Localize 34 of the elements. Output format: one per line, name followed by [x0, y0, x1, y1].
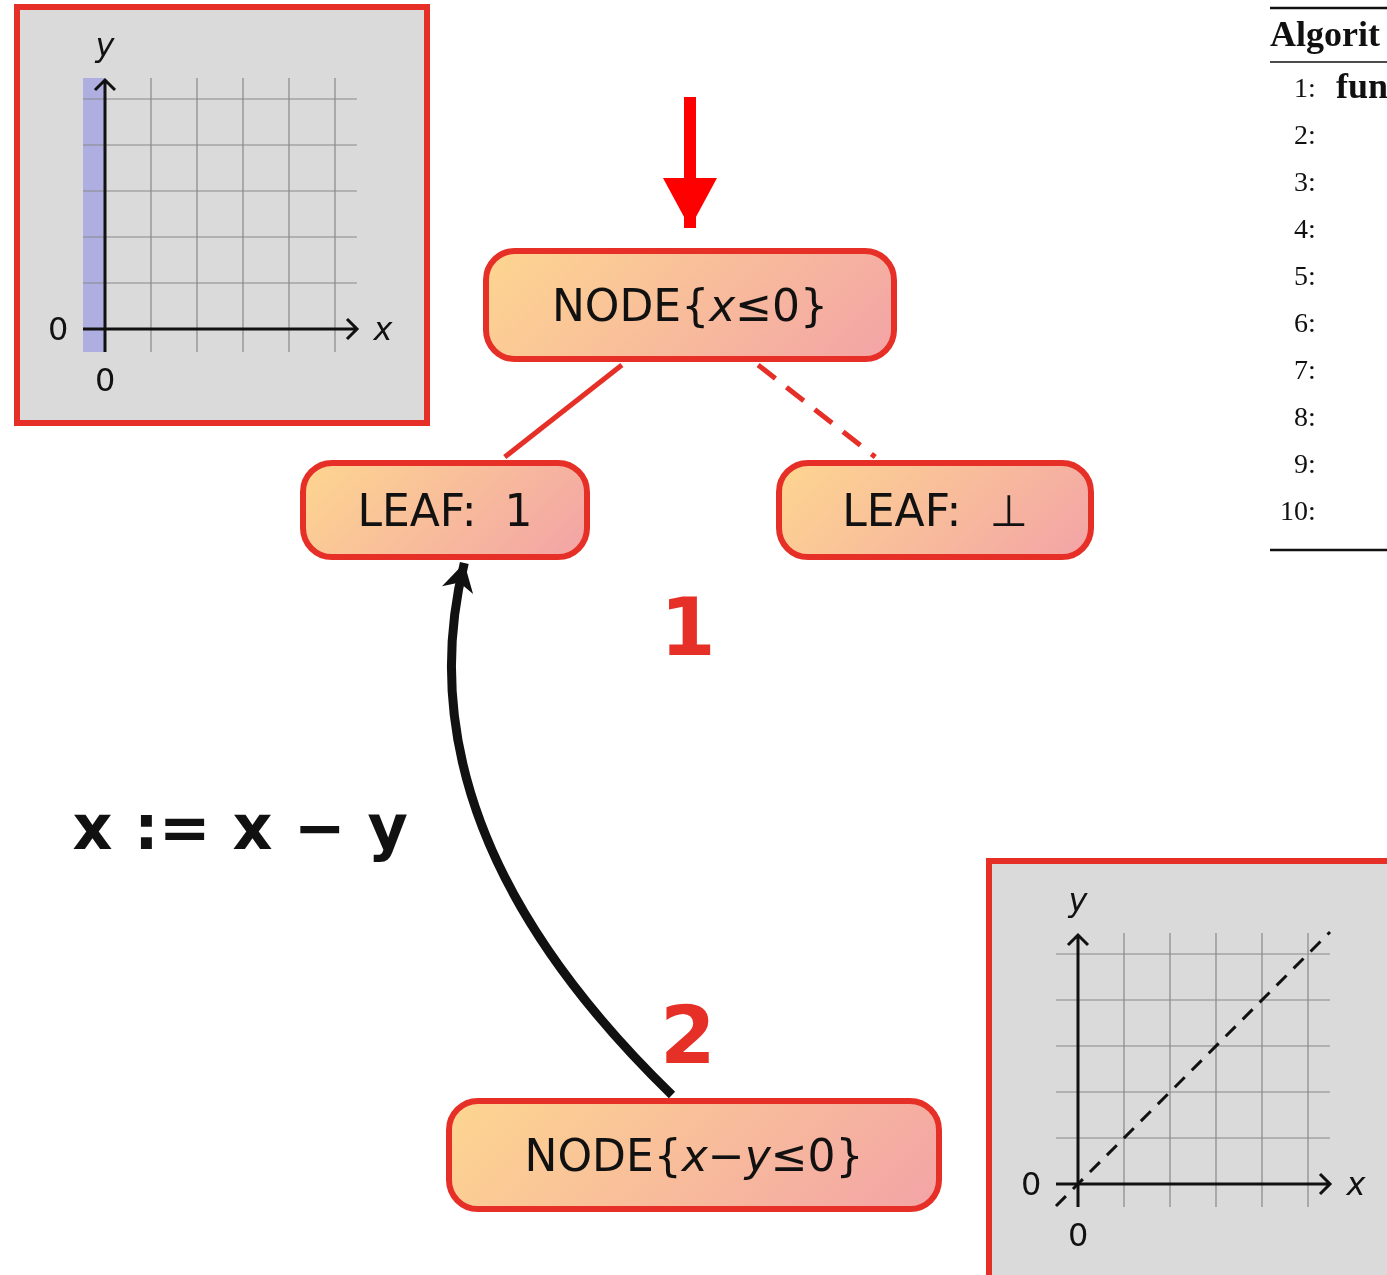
line-number: 2: [1294, 121, 1316, 149]
line-number: 3: [1294, 168, 1316, 196]
line-number: 8: [1294, 403, 1316, 431]
connector-line [503, 363, 624, 459]
node-label: LEAF: ⊥ [842, 484, 1028, 536]
axis-label: x [373, 313, 393, 345]
line-number: 9: [1294, 450, 1316, 478]
tree-node [776, 460, 1094, 560]
axis-label: x [1346, 1168, 1366, 1200]
step-number: 2 [660, 996, 716, 1076]
tree-node [483, 248, 897, 362]
tree-node [300, 460, 590, 560]
axis-label: y [95, 29, 115, 61]
tick-label: 0 [95, 364, 116, 396]
node-label: LEAF: 1 [357, 484, 533, 536]
tick-label: 0 [1021, 1168, 1042, 1200]
arrow [443, 562, 676, 1099]
node-label: NODE{x−y≤0} [524, 1129, 864, 1181]
tick-label: 0 [1068, 1219, 1089, 1251]
keyword: fun [1336, 68, 1387, 104]
node-label: NODE{x≤0} [551, 279, 829, 331]
connector-line [756, 363, 877, 459]
tick-label: 0 [48, 313, 69, 345]
line-number: 6: [1294, 309, 1316, 337]
axis-label: y [1068, 884, 1088, 916]
step-number: 1 [660, 588, 716, 668]
line-number: 4: [1294, 215, 1316, 243]
line-number: 1: [1294, 74, 1316, 102]
line-number: 7: [1294, 356, 1316, 384]
line-number: 10: [1280, 497, 1316, 525]
tree-node [446, 1098, 942, 1212]
algorithm-caption: Algorit [1270, 16, 1380, 52]
line-number: 5: [1294, 262, 1316, 290]
arrow [663, 97, 717, 228]
